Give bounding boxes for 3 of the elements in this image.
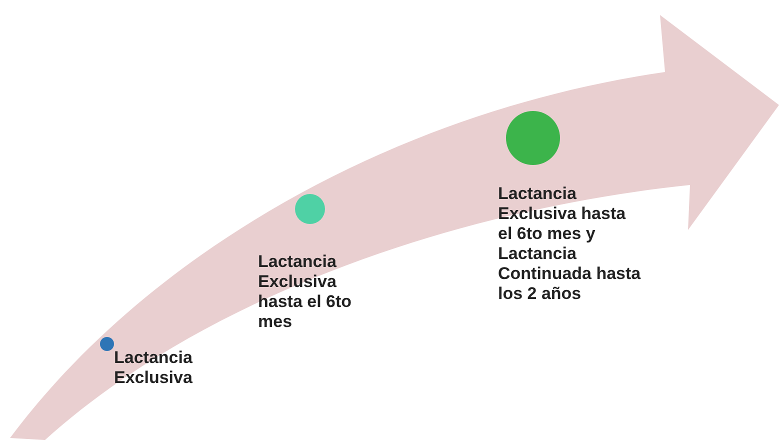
stage-label: Lactancia Exclusiva [114, 348, 194, 388]
stage-label: Lactancia Exclusiva hasta el 6to mes y Lactancia Continuada hasta los 2 años [498, 184, 642, 304]
stage-label: Lactancia Exclusiva hasta el 6to mes [258, 252, 353, 332]
